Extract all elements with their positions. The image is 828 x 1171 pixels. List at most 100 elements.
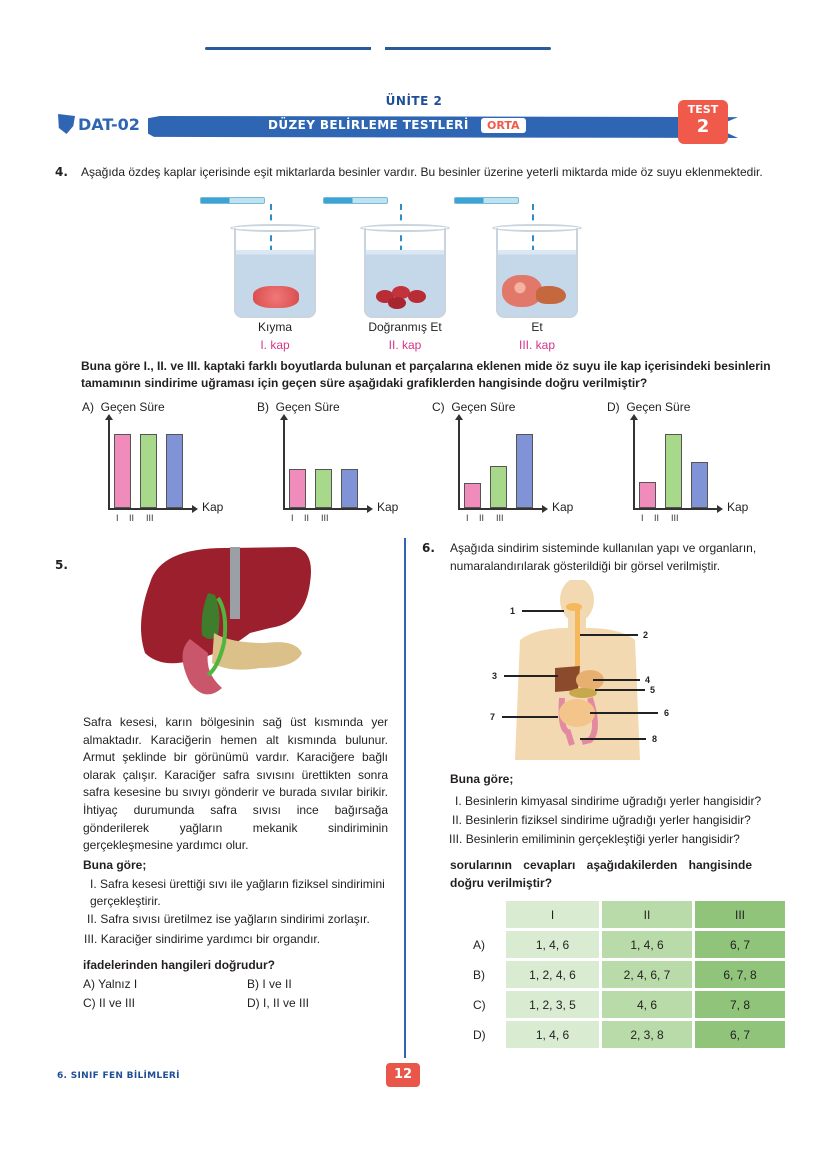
arrow-icon [580,634,638,636]
title-band [148,116,738,138]
question-number: 5. [55,558,68,572]
table-row[interactable]: A) 1, 4, 6 1, 4, 6 6, 7 [473,931,785,958]
table-cell: 6, 7 [695,931,785,958]
chart-label: D) Geçen Süre [607,400,691,414]
label-8: 8 [652,734,658,744]
label-5: 5 [650,685,656,695]
option-c-chart[interactable]: C) Geçen Süre Kap I II III [432,400,607,530]
y-axis [105,414,112,509]
lead-text: Buna göre; [83,858,147,872]
y-axis [630,414,637,509]
statement-text: Besinlerin fiziksel sindirime uğradığı y… [465,813,751,827]
food-label: Et [531,320,543,334]
x-axis [458,505,548,512]
meat-chunk-icon [502,275,542,307]
minced-meat-icon [253,286,299,308]
table-cell: 1, 2, 4, 6 [506,961,599,988]
bar-i [639,482,656,508]
test-number: 2 [696,116,710,137]
option-letter: A) [473,937,485,952]
arrow-icon [590,712,658,714]
option-b[interactable]: B) I ve II [247,977,292,991]
statement-text: Karaciğer sindirime yardımcı bir organdı… [100,932,321,946]
option-a-chart[interactable]: A) Geçen Süre Kap I II III [82,400,257,530]
label-7: 7 [490,712,496,722]
bar-ii [665,434,682,508]
bar-iii [516,434,533,508]
table-cell: 6, 7 [695,1021,785,1048]
tick-label: I [116,513,119,523]
statement-text: Besinlerin kimyasal sindirime uğradığı y… [465,794,762,808]
section-title: DÜZEY BELİRLEME TESTLERİ [268,118,469,132]
option-letter: B) [473,967,485,982]
digestive-system-figure: 1 2 3 4 5 6 7 8 [480,580,680,760]
container-label: I. kap [260,338,290,352]
question-5-prompt: ifadelerinden hangileri doğrudur? [83,958,276,972]
x-axis [108,505,198,512]
table-row[interactable]: B) 1, 2, 4, 6 2, 4, 6, 7 6, 7, 8 [473,961,785,988]
tick-label: II [304,513,310,523]
x-axis-label: Kap [552,500,574,514]
y-axis [455,414,462,509]
statement-1: I. Besinlerin kimyasal sindirime uğradığ… [455,793,761,810]
question-4-intro: 4. Aşağıda özdeş kaplar içerisinde eşit … [55,164,765,181]
dat-code: DAT-02 [58,114,140,134]
beaker-3: Et III. kap [454,190,592,360]
container-label: III. kap [518,338,556,352]
column-divider [404,538,406,1058]
test-label: TEST [687,103,719,116]
chart-label: A) Geçen Süre [82,400,165,414]
question-number: 6. [422,541,435,555]
question-text: Aşağıda sindirim sisteminde kullanılan y… [450,541,757,573]
statement-2: II. Besinlerin fiziksel sindirime uğradı… [452,812,751,829]
food-label: Kıyma [257,320,292,334]
pipette-icon [454,197,519,204]
arrow-icon [595,689,645,691]
liver-pancreas-illustration [141,547,311,695]
table-cell: 7, 8 [695,991,785,1018]
statement-3: III. Karaciğer sindirime yardımcı bir or… [84,931,394,948]
table-cell: 1, 4, 6 [506,1021,599,1048]
arrow-icon [522,610,564,612]
bar-ii [490,466,507,508]
tick-label: III [671,513,679,523]
table-cell: 1, 4, 6 [602,931,692,958]
tick-label: III [146,513,154,523]
beaker-1: Kıyma I. kap [200,190,330,360]
chart-label: B) Geçen Süre [257,400,340,414]
tick-label: I [466,513,469,523]
option-b-chart[interactable]: B) Geçen Süre Kap I II III [257,400,432,530]
table-cell: 4, 6 [602,991,692,1018]
table-row[interactable]: D) 1, 4, 6 2, 3, 8 6, 7 [473,1021,785,1048]
option-d-chart[interactable]: D) Geçen Süre Kap I II III [607,400,782,530]
diced-meat-icon [392,286,410,299]
tick-label: III [496,513,504,523]
subject-footer: 6. SINIF FEN BİLİMLERİ [57,1071,180,1081]
table-row[interactable]: C) 1, 2, 3, 5 4, 6 7, 8 [473,991,785,1018]
tick-label: I [641,513,644,523]
table-cell: 1, 4, 6 [506,931,599,958]
label-4: 4 [645,675,651,685]
bar-ii [140,434,157,508]
food-label: Doğranmış Et [368,320,442,334]
chart-label: C) Geçen Süre [432,400,516,414]
tick-label: II [479,513,485,523]
option-d[interactable]: D) I, II ve III [247,996,310,1010]
option-c[interactable]: C) II ve III [83,996,136,1010]
statement-1: I. Safra kesesi ürettiği sıvı ile yağlar… [90,876,390,910]
label-6: 6 [664,708,670,718]
level-badge: ORTA [481,118,526,133]
statement-number: III. [449,832,463,846]
table-header-row: I II III [473,901,785,928]
question-6-prompt: sorularının cevapları aşağıdakilerden ha… [450,858,752,890]
container-label: II. kap [388,338,422,352]
statement-text: Safra sıvısı üretilmez ise yağların sind… [100,912,370,926]
header-cell [473,901,503,928]
x-axis [633,505,723,512]
option-a[interactable]: A) Yalnız I [83,977,138,991]
question-number: 4. [55,165,68,179]
diced-meat-icon [408,290,426,303]
diced-meat-icon [388,297,406,309]
pipette-icon [323,197,388,204]
table-cell: 6, 7, 8 [695,961,785,988]
